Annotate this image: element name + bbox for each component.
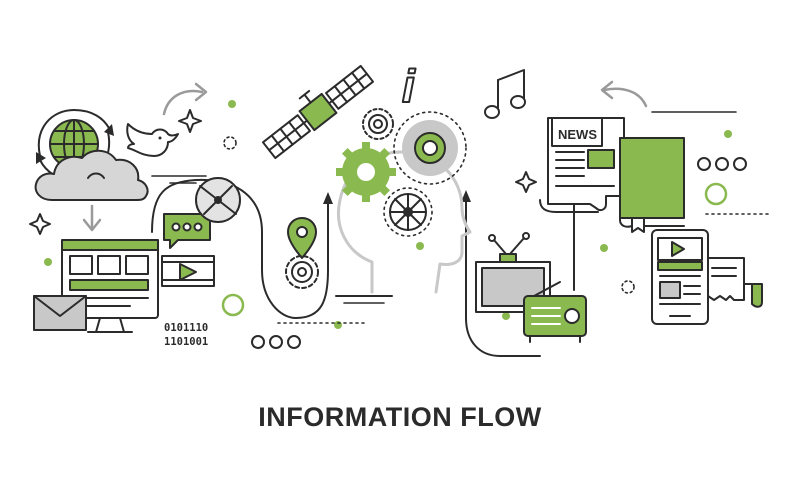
film-reel-icon [195, 177, 241, 223]
decorations [29, 100, 771, 349]
video-icon [161, 255, 215, 287]
sparkle-icon [29, 213, 51, 235]
head-gears-icon [336, 108, 472, 294]
cloud-icon [34, 149, 149, 201]
binary-line-2: 1101001 [164, 336, 208, 348]
chat-bubble-icon [163, 213, 211, 249]
dot [287, 335, 301, 349]
newspaper-icon: NEWS [539, 117, 625, 213]
bird-icon [126, 123, 179, 157]
page-title: INFORMATION FLOW [258, 402, 542, 432]
svg-text:i: i [402, 60, 416, 112]
receipt-icon [705, 257, 763, 308]
dot [697, 157, 711, 171]
music-note-icon [484, 69, 526, 119]
flow-line [151, 178, 575, 357]
binary-line-1: 0101110 [164, 322, 208, 334]
curved-arrow-icon [600, 80, 648, 108]
curved-arrow-icon [162, 82, 208, 116]
book-icon [619, 137, 685, 233]
radio-icon [523, 281, 587, 343]
dot [251, 335, 265, 349]
sparkle-icon [515, 171, 537, 193]
info-icon: i [401, 59, 417, 113]
location-pin-icon [285, 217, 319, 289]
news-label: NEWS [558, 127, 597, 142]
satellite-icon [261, 64, 375, 160]
envelope-icon [33, 295, 87, 331]
tablet-icon [651, 229, 709, 325]
down-arrow-icon [82, 204, 102, 232]
dot [715, 157, 729, 171]
dot [269, 335, 283, 349]
sparkle-icon [178, 109, 202, 133]
dot [733, 157, 747, 171]
